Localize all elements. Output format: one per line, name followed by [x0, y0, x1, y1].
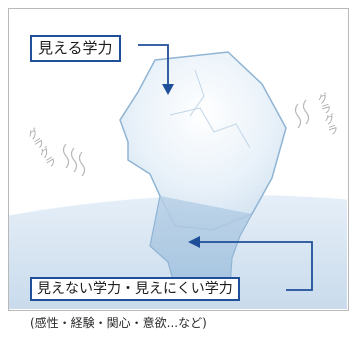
visible-ability-label: 見える学力 — [30, 35, 121, 62]
hidden-ability-examples: (感性・経験・関心・意欲...など) — [30, 316, 207, 330]
arrow-to-tip — [138, 44, 169, 90]
hidden-ability-label: 見えない学力・見えにくい学力 — [30, 277, 240, 301]
wobble-mark-left — [62, 143, 86, 177]
arrow-to-submerged — [196, 241, 313, 291]
wobble-mark-right — [294, 99, 310, 129]
